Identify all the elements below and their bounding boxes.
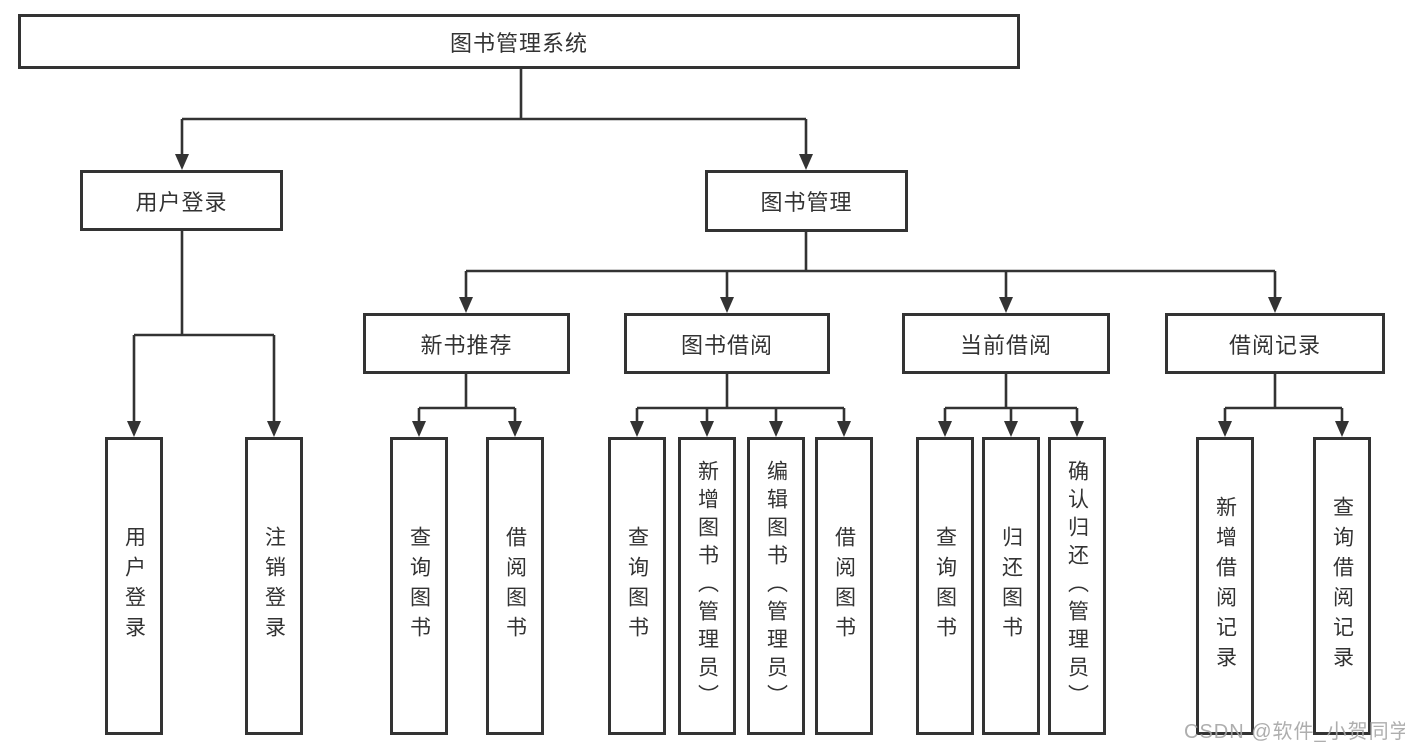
leaf-add-borrow-record: 新增借阅记录 xyxy=(1196,437,1254,735)
node-label: 借阅记录 xyxy=(1228,332,1321,358)
connector-book-mgmt-to-level3 xyxy=(459,231,1282,313)
node-label: 用户登录 xyxy=(122,526,146,646)
node-user-login: 用户登录 xyxy=(80,170,283,231)
node-label: 图书管理 xyxy=(760,190,853,215)
node-borrowing-records: 借阅记录 xyxy=(1165,313,1385,374)
node-label: 编辑图书（管理员） xyxy=(764,460,788,712)
node-label: 确认归还（管理员） xyxy=(1065,460,1089,712)
csdn-watermark: CSDN @软件_小贺同学 xyxy=(1184,721,1405,743)
node-book-borrowing: 图书借阅 xyxy=(624,313,830,374)
node-current-borrowing: 当前借阅 xyxy=(902,313,1110,374)
connector-root-to-level2 xyxy=(175,68,813,170)
leaf-logout: 注销登录 xyxy=(245,437,303,735)
connector-new-book-to-leaves xyxy=(412,374,522,437)
leaf-query-books-current: 查询图书 xyxy=(916,437,974,735)
connector-user-login-to-leaves xyxy=(127,231,281,437)
leaf-query-borrow-record: 查询借阅记录 xyxy=(1313,437,1371,735)
node-label: 注销登录 xyxy=(262,526,286,646)
node-book-management: 图书管理 xyxy=(705,170,908,232)
node-label: 用户登录 xyxy=(135,189,228,215)
leaf-add-books-admin: 新增图书（管理员） xyxy=(678,437,736,735)
node-label: 新书推荐 xyxy=(420,332,513,358)
node-new-book-recommendation: 新书推荐 xyxy=(363,313,570,374)
node-label: 图书管理系统 xyxy=(449,30,588,56)
node-label: 图书借阅 xyxy=(680,332,773,358)
leaf-return-books: 归还图书 xyxy=(982,437,1040,735)
node-label: 借阅图书 xyxy=(503,526,527,646)
leaf-edit-books-admin: 编辑图书（管理员） xyxy=(747,437,805,735)
node-library-management-system: 图书管理系统 xyxy=(18,14,1020,69)
node-label: 查询图书 xyxy=(625,526,649,646)
leaf-query-books-recommend: 查询图书 xyxy=(390,437,448,735)
connector-book-borrow-to-leaves xyxy=(630,374,851,437)
node-label: 新增图书（管理员） xyxy=(695,460,719,712)
node-label: 归还图书 xyxy=(999,526,1023,646)
node-label: 新增借阅记录 xyxy=(1213,496,1237,676)
node-label: 查询图书 xyxy=(933,526,957,646)
connector-borrow-records-to-leaves xyxy=(1218,374,1349,437)
node-label: 查询图书 xyxy=(407,526,431,646)
node-label: 查询借阅记录 xyxy=(1330,496,1354,676)
connector-current-borrow-to-leaves xyxy=(938,374,1084,437)
leaf-query-books-borrow: 查询图书 xyxy=(608,437,666,735)
leaf-borrow-books-recommend: 借阅图书 xyxy=(486,437,544,735)
leaf-borrow-books: 借阅图书 xyxy=(815,437,873,735)
node-label: 借阅图书 xyxy=(832,526,856,646)
node-label: 当前借阅 xyxy=(959,332,1052,358)
leaf-user-login: 用户登录 xyxy=(105,437,163,735)
leaf-confirm-return-admin: 确认归还（管理员） xyxy=(1048,437,1106,735)
